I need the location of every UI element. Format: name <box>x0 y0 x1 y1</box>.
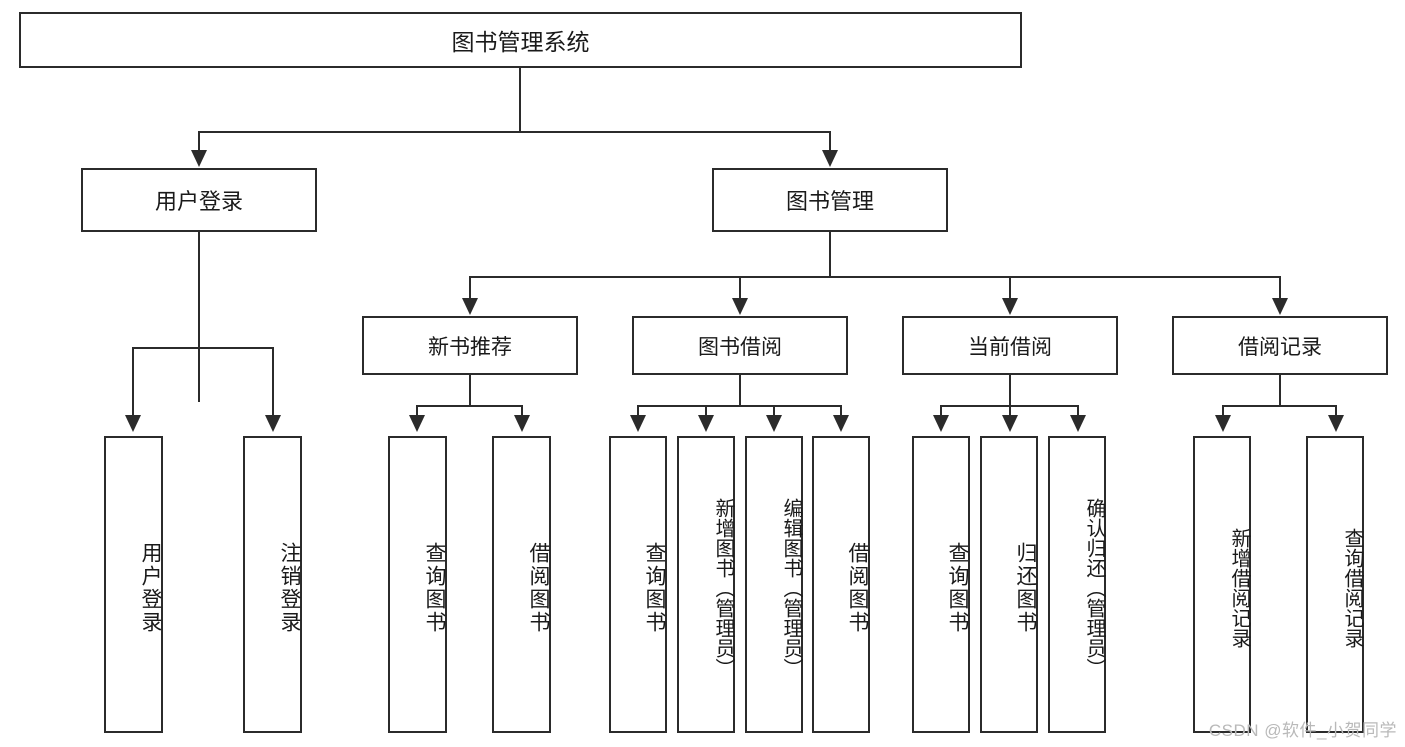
node-label: 用户登录 <box>139 541 162 634</box>
node-leaf-add-book[interactable]: 新增图书（管理员） <box>677 436 735 733</box>
edge-bb-to-leaf-4 <box>840 405 842 419</box>
edge-root-to-user-login <box>198 131 200 156</box>
node-label: 新书推荐 <box>428 335 512 359</box>
edge-bb-stem <box>739 375 741 406</box>
node-leaf-edit-book[interactable]: 编辑图书（管理员） <box>745 436 803 733</box>
node-label: 查询图书 <box>643 541 666 634</box>
node-book-borrow[interactable]: 图书借阅 <box>632 316 848 375</box>
node-label: 图书借阅 <box>698 335 782 359</box>
node-root-book-management-system[interactable]: 图书管理系统 <box>19 12 1022 68</box>
edge-bb-to-leaf-1 <box>637 405 639 419</box>
arrow-br-leaf-2-icon <box>1328 415 1344 432</box>
arrow-cb-leaf-2-icon <box>1002 415 1018 432</box>
arrow-user-login-leaf-2-icon <box>265 415 281 432</box>
node-label: 图书管理系统 <box>451 29 590 55</box>
node-label: 编辑图书（管理员） <box>780 497 802 678</box>
node-label: 查询图书 <box>946 541 969 634</box>
node-leaf-confirm-return[interactable]: 确认归还（管理员） <box>1048 436 1106 733</box>
edge-bm-to-book-borrow <box>739 276 741 302</box>
arrow-nbr-leaf-2-icon <box>514 415 530 432</box>
arrow-br-leaf-1-icon <box>1215 415 1231 432</box>
node-label: 借阅图书 <box>846 541 869 634</box>
edge-bm-to-current-borrow <box>1009 276 1011 302</box>
edge-br-stem <box>1279 375 1281 406</box>
node-leaf-borrow-book-2[interactable]: 借阅图书 <box>812 436 870 733</box>
edge-cb-to-leaf-2 <box>1009 405 1011 419</box>
arrow-bm-current-borrow-icon <box>1002 298 1018 315</box>
node-label: 图书管理 <box>785 189 874 214</box>
edge-cb-to-leaf-1 <box>940 405 942 419</box>
arrow-root-to-user-login-icon <box>191 150 207 167</box>
node-label: 查询图书 <box>423 541 446 634</box>
arrow-bb-leaf-4-icon <box>833 415 849 432</box>
arrow-bm-new-book-icon <box>462 298 478 315</box>
node-label: 新增借阅记录 <box>1228 527 1250 648</box>
arrow-root-to-book-management-icon <box>822 150 838 167</box>
arrow-user-login-leaf-1-icon <box>125 415 141 432</box>
node-leaf-logout-login[interactable]: 注销登录 <box>243 436 302 733</box>
edge-user-login-to-leaf-2 <box>272 347 274 419</box>
edge-nbr-to-leaf-2 <box>521 405 523 419</box>
arrow-bb-leaf-3-icon <box>766 415 782 432</box>
edge-bb-bus <box>637 405 842 407</box>
node-current-borrow[interactable]: 当前借阅 <box>902 316 1118 375</box>
edge-book-management-bus <box>469 276 1280 278</box>
edge-bm-to-borrow-record <box>1279 276 1281 302</box>
node-label: 确认归还（管理员） <box>1083 497 1105 678</box>
edge-cb-to-leaf-3 <box>1077 405 1079 419</box>
node-leaf-borrow-book-1[interactable]: 借阅图书 <box>492 436 551 733</box>
node-label: 用户登录 <box>154 189 243 214</box>
edge-root-to-book-management <box>829 131 831 156</box>
edge-book-management-stem <box>829 232 831 277</box>
node-label: 注销登录 <box>278 541 301 634</box>
edge-root-stem <box>519 68 521 132</box>
arrow-cb-leaf-3-icon <box>1070 415 1086 432</box>
node-label: 借阅图书 <box>527 541 550 634</box>
node-leaf-return-book[interactable]: 归还图书 <box>980 436 1038 733</box>
node-leaf-user-login[interactable]: 用户登录 <box>104 436 163 733</box>
edge-bm-to-new-book <box>469 276 471 302</box>
node-leaf-query-book-1[interactable]: 查询图书 <box>388 436 447 733</box>
node-label: 查询借阅记录 <box>1341 527 1363 648</box>
edge-user-login-stem <box>198 232 200 402</box>
edge-bb-to-leaf-3 <box>773 405 775 419</box>
node-label: 当前借阅 <box>968 335 1052 359</box>
arrow-bm-borrow-record-icon <box>1272 298 1288 315</box>
node-label: 新增图书（管理员） <box>712 497 734 678</box>
edge-nbr-stem <box>469 375 471 406</box>
edge-user-login-bus <box>132 347 274 349</box>
node-leaf-query-book-3[interactable]: 查询图书 <box>912 436 970 733</box>
arrow-bb-leaf-2-icon <box>698 415 714 432</box>
node-new-book-recommend[interactable]: 新书推荐 <box>362 316 578 375</box>
edge-bb-to-leaf-2 <box>705 405 707 419</box>
edge-cb-stem <box>1009 375 1011 406</box>
arrow-cb-leaf-1-icon <box>933 415 949 432</box>
node-user-login[interactable]: 用户登录 <box>81 168 317 232</box>
node-label: 归还图书 <box>1014 541 1037 634</box>
edge-root-bus <box>198 131 831 133</box>
node-label: 借阅记录 <box>1238 335 1322 359</box>
node-leaf-query-book-2[interactable]: 查询图书 <box>609 436 667 733</box>
edge-nbr-bus <box>416 405 523 407</box>
node-book-management[interactable]: 图书管理 <box>712 168 948 232</box>
edge-br-to-leaf-2 <box>1335 405 1337 419</box>
edge-br-bus <box>1222 405 1337 407</box>
node-borrow-record[interactable]: 借阅记录 <box>1172 316 1388 375</box>
node-leaf-query-record[interactable]: 查询借阅记录 <box>1306 436 1364 733</box>
edge-nbr-to-leaf-1 <box>416 405 418 419</box>
edge-br-to-leaf-1 <box>1222 405 1224 419</box>
arrow-bm-book-borrow-icon <box>732 298 748 315</box>
arrow-bb-leaf-1-icon <box>630 415 646 432</box>
edge-user-login-to-leaf-1 <box>132 347 134 419</box>
arrow-nbr-leaf-1-icon <box>409 415 425 432</box>
node-leaf-add-record[interactable]: 新增借阅记录 <box>1193 436 1251 733</box>
